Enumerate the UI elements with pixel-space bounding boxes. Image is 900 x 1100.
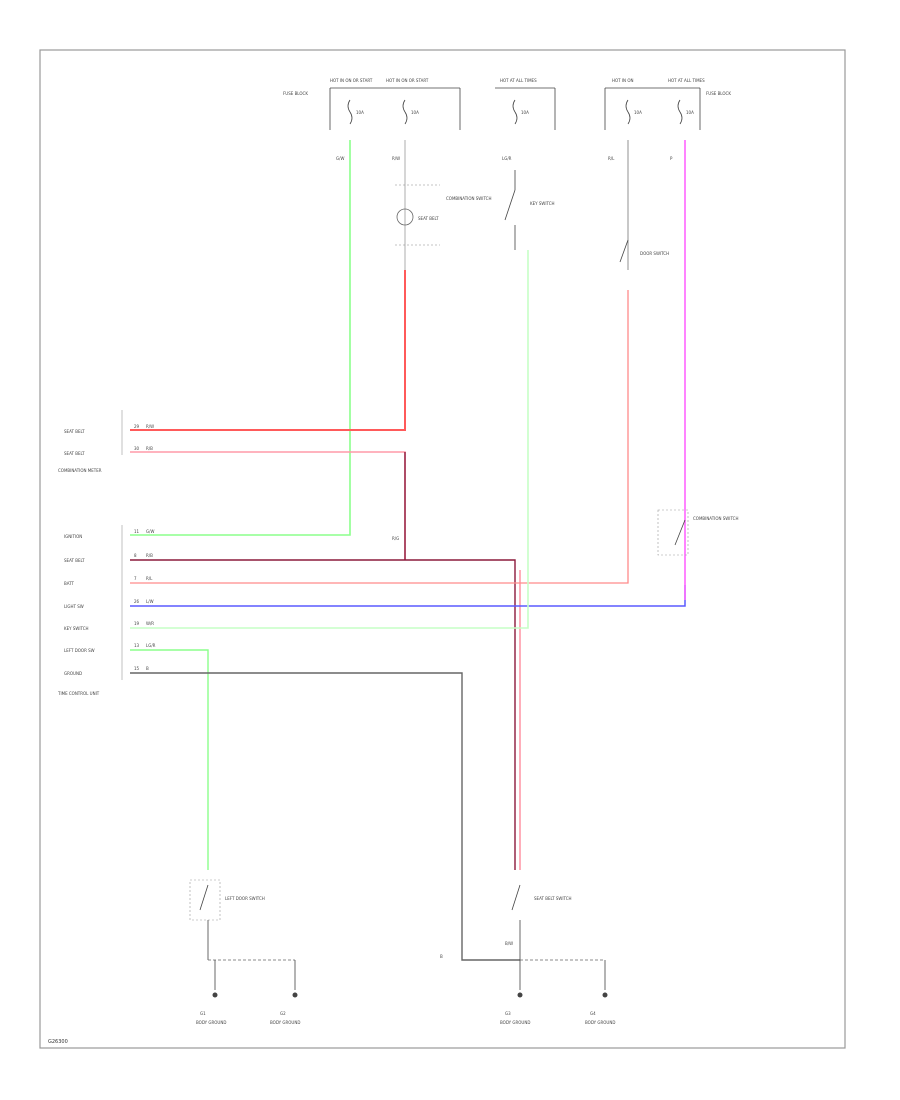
ground-label: BODY GROUND (585, 1020, 615, 1025)
fuse-label: HOT IN ON OR START (386, 78, 429, 83)
svg-text:10A: 10A (634, 110, 642, 115)
fuse-box-note-left: FUSE BLOCK (283, 91, 308, 96)
fuse-label: HOT AT ALL TIMES (668, 78, 705, 83)
connector-pin: 29 (134, 424, 140, 429)
fuse-symbol: 10A (625, 99, 642, 125)
svg-text:10A: 10A (686, 110, 694, 115)
connector-block-lower: IGNITION 11 G/W SEAT BELT 8 R/B BATT 7 R… (57, 525, 156, 696)
wire-green-leftdoor (130, 649, 209, 870)
svg-text:COMBINATION SWITCH: COMBINATION SWITCH (693, 516, 738, 521)
svg-text:SEAT BELT SWITCH: SEAT BELT SWITCH (534, 896, 572, 901)
wire-lightgray-keysw (130, 250, 529, 629)
svg-text:10A: 10A (356, 110, 364, 115)
fuse-symbol: 10A (402, 99, 419, 125)
ground-branch-left: G1 G2 BODY GROUND BODY GROUND (196, 959, 300, 1025)
connector-label: LIGHT SW (64, 604, 84, 609)
connector-label: LEFT DOOR SW (64, 648, 95, 653)
svg-text:SEAT BELT: SEAT BELT (418, 216, 439, 221)
ground-label: BODY GROUND (196, 1020, 226, 1025)
ground-id: G3 (505, 1011, 511, 1016)
fuse-block-left: FUSE BLOCK (283, 87, 461, 130)
svg-text:10A: 10A (411, 110, 419, 115)
connector-wire: R/W (146, 424, 154, 429)
fuse-symbol: 10A (677, 99, 694, 125)
fuse-label: HOT IN ON OR START (330, 78, 373, 83)
wire-salmon-batt (130, 290, 629, 584)
wire-code: B (440, 954, 443, 959)
svg-text:DOOR SWITCH: DOOR SWITCH (640, 251, 669, 256)
seat-belt-lamp: SEAT BELT (395, 184, 440, 246)
connector-label: GROUND (64, 671, 82, 676)
connector-wire: B (146, 666, 149, 671)
connector-pin: 7 (134, 576, 137, 581)
wire-darkred-seatbelt (130, 559, 516, 870)
connector-pin: 26 (134, 599, 140, 604)
wire-code: R/W (392, 156, 400, 161)
seat-belt-switch: SEAT BELT SWITCH (511, 884, 572, 960)
connector-label: IGNITION (64, 534, 82, 539)
wire-code: R/L (608, 156, 615, 161)
wire-green-ignition (130, 140, 351, 536)
time-control-unit-label: TIME CONTROL UNIT (57, 691, 100, 696)
diagram-frame (39, 49, 846, 1049)
fuse-label: HOT IN ON (612, 78, 633, 83)
connector-pin: 11 (134, 529, 140, 534)
ground-label: BODY GROUND (270, 1020, 300, 1025)
combination-switch-right: COMBINATION SWITCH (657, 509, 738, 556)
connector-wire: R/B (146, 553, 153, 558)
connector-label: SEAT BELT (64, 451, 85, 456)
connector-pin: 8 (134, 553, 137, 558)
connector-wire: W/R (146, 621, 154, 626)
wire-blue-lightsw (130, 585, 686, 607)
fuse-box-note-right: FUSE BLOCK (706, 91, 731, 96)
connector-wire: R/B (146, 446, 153, 451)
ground-id: G1 (200, 1011, 206, 1016)
wire-code: P (670, 156, 673, 161)
key-switch: KEY SWITCH COMBINATION SWITCH (446, 170, 555, 250)
wire-code: B/W (505, 941, 513, 946)
connector-label: KEY SWITCH (64, 626, 89, 631)
connector-block-upper: SEAT BELT 29 R/W SEAT BELT 30 R/B COMBIN… (58, 410, 154, 473)
ground-branch-right: G3 G4 BODY GROUND BODY GROUND (500, 959, 615, 1025)
fuse-label: HOT AT ALL TIMES (500, 78, 537, 83)
connector-wire: L/W (146, 599, 154, 604)
connector-label: SEAT BELT (64, 558, 85, 563)
connector-pin: 30 (134, 446, 140, 451)
connector-label: SEAT BELT (64, 429, 85, 434)
ground-id: G4 (590, 1011, 596, 1016)
connector-pin: 13 (134, 643, 140, 648)
fuse-block-middle (495, 87, 556, 130)
ground-label: BODY GROUND (500, 1020, 530, 1025)
wire-pink-seatbelt (130, 451, 406, 560)
svg-text:10A: 10A (521, 110, 529, 115)
svg-text:KEY SWITCH: KEY SWITCH (530, 201, 555, 206)
left-door-switch: LEFT DOOR SWITCH (189, 879, 265, 960)
fuse-symbol: 10A (347, 99, 364, 125)
wire-code: R/G (392, 536, 399, 541)
wire-code: G/W (336, 156, 344, 161)
connector-pin: 19 (134, 621, 140, 626)
combination-meter-label: COMBINATION METER (58, 468, 102, 473)
ground-id: G2 (280, 1011, 286, 1016)
connector-wire: G/W (146, 529, 154, 534)
svg-text:LEFT DOOR SWITCH: LEFT DOOR SWITCH (225, 896, 265, 901)
wire-red-seatbelt (130, 270, 406, 431)
fuse-symbol: 10A (512, 99, 529, 125)
connector-wire: LG/R (146, 643, 156, 648)
door-switch-upper: DOOR SWITCH (619, 239, 669, 263)
connector-pin: 15 (134, 666, 140, 671)
fuse-block-right: FUSE BLOCK (604, 87, 731, 130)
page-label: G26300 (48, 1039, 68, 1045)
connector-wire: R/L (146, 576, 153, 581)
wire-ground (130, 672, 520, 961)
connector-label: BATT (64, 581, 75, 586)
wire-code: LG/R (502, 156, 512, 161)
combination-switch-top-label: COMBINATION SWITCH (446, 196, 491, 201)
